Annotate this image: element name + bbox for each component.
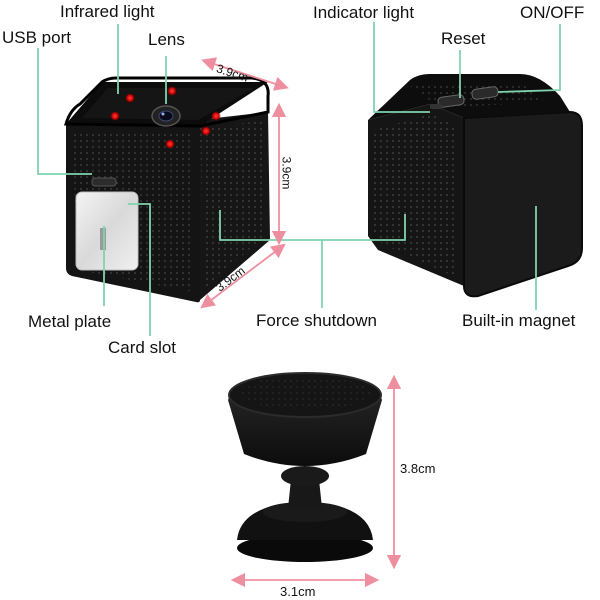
leader-on-off (497, 24, 561, 93)
infrared-led-icon (165, 139, 175, 149)
label-reset: Reset (441, 29, 486, 48)
plate-notch (100, 228, 106, 250)
label-metal-plate: Metal plate (28, 312, 112, 331)
infrared-led-icon (211, 111, 221, 121)
label-card-slot: Card slot (108, 338, 177, 357)
label-usb-port: USB port (2, 28, 71, 47)
camera-top-panel (82, 88, 254, 120)
leader-lines (37, 22, 561, 336)
indicator-light-icon (430, 104, 442, 109)
leader-usb-port (37, 48, 92, 175)
leader-force-shutdown (219, 210, 406, 241)
usb-port-icon (91, 177, 117, 187)
camera-magnet-face (463, 110, 583, 298)
arrow-camera-bottom (200, 243, 286, 309)
infrared-led-icon (110, 111, 120, 121)
magnetic-mount-icon (228, 372, 382, 562)
infrared-led-icon (201, 126, 211, 136)
dim-mount-height: 3.8cm (400, 461, 436, 476)
label-indicator-light: Indicator light (313, 3, 415, 22)
speaker-mesh-right (200, 121, 264, 290)
label-infrared-light: Infrared light (60, 2, 155, 21)
dim-mount-width: 3.1cm (280, 584, 316, 599)
camera-back-view (368, 74, 583, 298)
speaker-mesh-left (374, 114, 458, 278)
infrared-led-icon (125, 93, 135, 103)
leader-indicator-light (373, 22, 430, 113)
power-button-icon (471, 86, 499, 100)
infrared-led-icon (167, 86, 177, 96)
arrow-camera-top (201, 57, 289, 91)
leader-card-slot (128, 203, 151, 336)
dimension-arrows (200, 57, 402, 588)
dim-camera-height: 3.9cm (279, 156, 294, 190)
label-lens: Lens (148, 30, 185, 49)
metal-plate-icon (75, 191, 139, 271)
label-built-in-magnet: Built-in magnet (462, 311, 576, 330)
reset-button-icon (437, 94, 465, 108)
lens-icon (151, 105, 181, 127)
label-on-off: ON/OFF (520, 3, 585, 22)
label-force-shutdown: Force shutdown (256, 311, 377, 330)
